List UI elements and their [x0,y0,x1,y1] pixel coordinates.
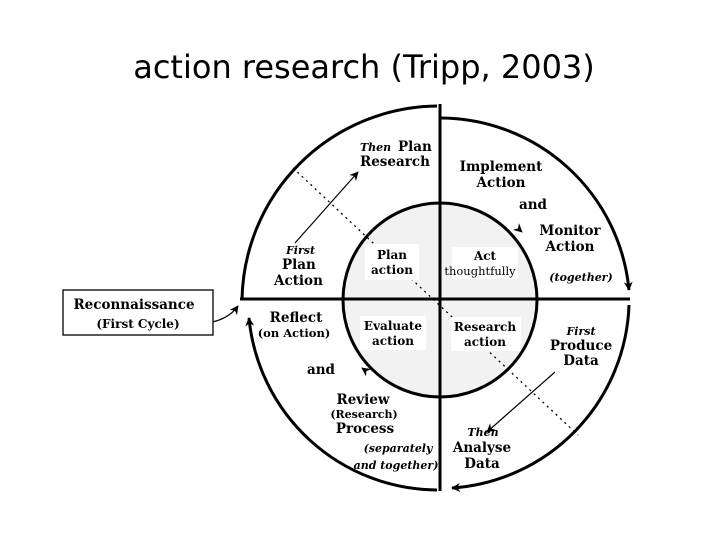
review-line1: Review [337,392,390,408]
act-box [452,247,518,279]
dotted-diagonal [292,167,579,436]
first-plan-line2: Action [273,273,323,289]
arrow-produce-to-analyse [486,371,556,433]
separately-line1: (separately [364,442,434,455]
plan-action-box [365,244,419,280]
plan-research-line2: Research [360,154,430,170]
produce-line2: Data [563,353,599,369]
monitor-line1: Monitor [539,223,601,239]
implement-line1: Implement [460,159,543,175]
inner-act-line2: thoughtfully [444,264,516,278]
inner-research-line2: action [464,335,506,349]
inner-plan-line2: action [371,263,413,277]
analyse-line2: Data [464,456,500,472]
outer-arc-bottom-right [451,304,631,492]
reconnaissance-label: Reconnaissance [73,297,194,313]
then-label: Then [360,141,391,154]
outer-arc-top-left [240,104,438,301]
first-plan-prefix: First [285,244,315,257]
first-produce-prefix: First [565,325,595,338]
monitor-line2: Action [545,239,595,255]
inner-research-line1: Research [454,320,516,334]
together-label: (together) [549,271,612,284]
slide-title: action research (Tripp, 2003) [133,48,595,86]
plan-research-line1: Plan [398,139,432,155]
outer-arc-bottom-left [245,317,438,492]
review-line2: (Research) [330,408,397,421]
inner-evaluate-line2: action [372,334,414,348]
outer-arc-top-right [440,116,633,291]
inner-evaluate-line1: Evaluate [364,319,422,333]
first-cycle-label: (First Cycle) [96,317,179,331]
research-box [451,317,521,351]
reflect-line2: (on Action) [258,326,331,340]
reconnaissance-box [62,289,214,336]
inner-act-line1: Act [473,249,497,263]
implement-line2: Action [476,175,526,191]
evaluate-box [360,316,426,350]
review-line3: Process [336,421,395,437]
and-top: and [519,197,548,213]
and-left: and [307,362,336,378]
reflect-line1: Reflect [270,310,323,326]
arrow-plan-to-research [294,171,359,244]
first-plan-line1: Plan [282,257,316,273]
analyse-line1: Analyse [452,440,511,456]
inner-plan-line1: Plan [377,248,407,262]
then-analyse-prefix: Then [467,426,498,439]
separately-line2: and together) [354,459,439,472]
produce-line1: Produce [550,338,612,354]
